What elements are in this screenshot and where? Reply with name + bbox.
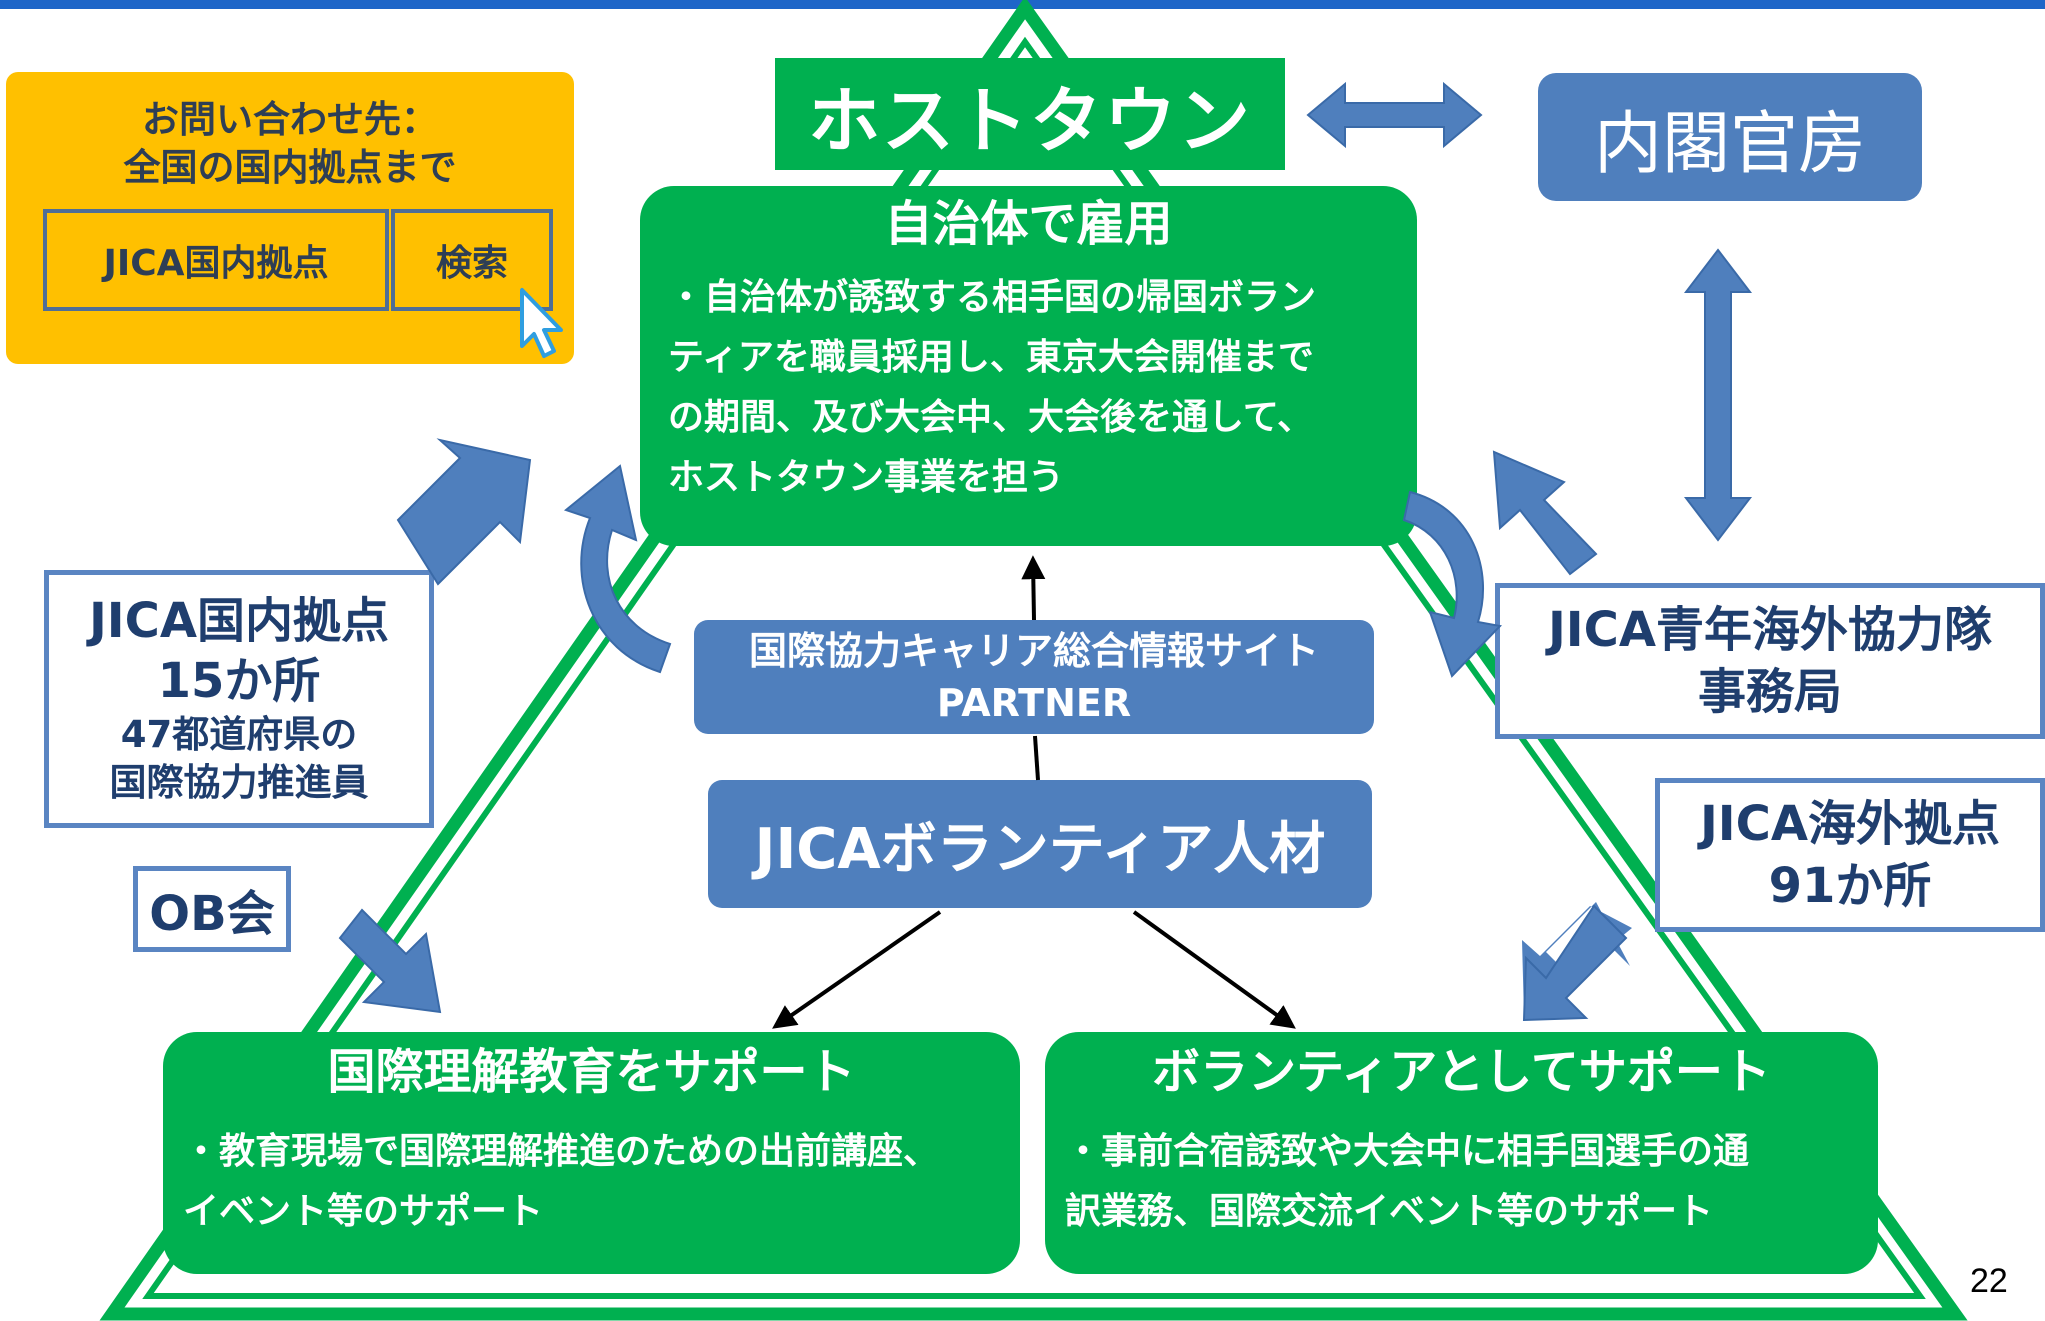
education-body: ・教育現場で国際理解推進のための出前講座、 イベント等のサポート	[183, 1131, 940, 1232]
employment-heading: 自治体で雇用	[884, 196, 1173, 252]
host-cabinet-double-arrow	[1306, 81, 1483, 149]
employment-to-partner-curved-arrow	[1402, 490, 1503, 678]
domestic-to-education-arrow	[338, 908, 442, 1014]
talent-to-partner-connector	[1033, 735, 1040, 781]
jocv-line2: 事務局	[1697, 664, 1842, 720]
domestic-line4: 国際協力推進員	[109, 761, 369, 804]
cabinet-secretariat-box: 内閣官房	[1538, 73, 1922, 201]
cabinet-jocv-double-arrow	[1683, 248, 1753, 542]
domestic-line2: 15か所	[157, 653, 321, 709]
domestic-to-employment-arrow	[396, 438, 532, 586]
talent-to-education-connector	[772, 910, 942, 1029]
jocv-secretariat-box: JICA青年海外協力隊 事務局	[1495, 583, 2045, 739]
mouse-cursor-icon	[520, 288, 563, 358]
page-number: 22	[1970, 1262, 2008, 1300]
volunteer-support-box: ボランティアとしてサポート ・事前合宿誘致や大会中に相手国選手の通 訳業務、国際…	[1045, 1032, 1878, 1274]
ob-association-box: OB会	[133, 866, 291, 952]
domestic-line3: 47都道府県の	[120, 713, 358, 756]
overseas-offices-box: JICA海外拠点 91か所	[1655, 778, 2045, 932]
volunteer-talent-box: JICAボランティア人材	[708, 780, 1372, 908]
partner-to-employment-curved-arrow	[563, 464, 672, 674]
education-support-box: 国際理解教育をサポート ・教育現場で国際理解推進のための出前講座、 イベント等の…	[163, 1032, 1020, 1274]
jocv-line1: JICA青年海外協力隊	[1547, 602, 1993, 658]
contact-panel: お問い合わせ先： 全国の国内拠点まで JICA国内拠点 検索	[6, 72, 574, 364]
domestic-line1: JICA国内拠点	[88, 593, 390, 649]
volunteer-support-body: ・事前合宿誘致や大会中に相手国選手の通 訳業務、国際交流イベント等のサポート	[1065, 1131, 1750, 1232]
partner-line1: 国際協力キャリア総合情報サイト	[748, 629, 1319, 673]
partner-to-employment-connector	[1021, 555, 1046, 621]
education-heading: 国際理解教育をサポート	[327, 1044, 856, 1100]
overseas-line1: JICA海外拠点	[1699, 796, 2001, 852]
partner-site-box: 国際協力キャリア総合情報サイト PARTNER	[694, 620, 1374, 734]
talent-to-volunteer-connector	[1132, 910, 1296, 1029]
jocv-to-employment-arrow	[1492, 450, 1598, 576]
volunteer-support-heading: ボランティアとしてサポート	[1152, 1044, 1771, 1100]
employment-body: ・自治体が誘致する相手国の帰国ボラン ティアを職員採用し、東京大会開催まで の期…	[668, 277, 1317, 498]
partner-line2: PARTNER	[936, 681, 1132, 725]
contact-title: お問い合わせ先： 全国の国内拠点まで	[123, 98, 457, 189]
search-term-box[interactable]: JICA国内拠点	[43, 209, 389, 311]
employment-box: 自治体で雇用 ・自治体が誘致する相手国の帰国ボラン ティアを職員採用し、東京大会…	[640, 186, 1417, 546]
domestic-offices-box: JICA国内拠点 15か所 47都道府県の 国際協力推進員	[44, 570, 434, 828]
overseas-line2: 91か所	[1768, 858, 1932, 914]
host-town-title: ホストタウン	[775, 58, 1285, 170]
